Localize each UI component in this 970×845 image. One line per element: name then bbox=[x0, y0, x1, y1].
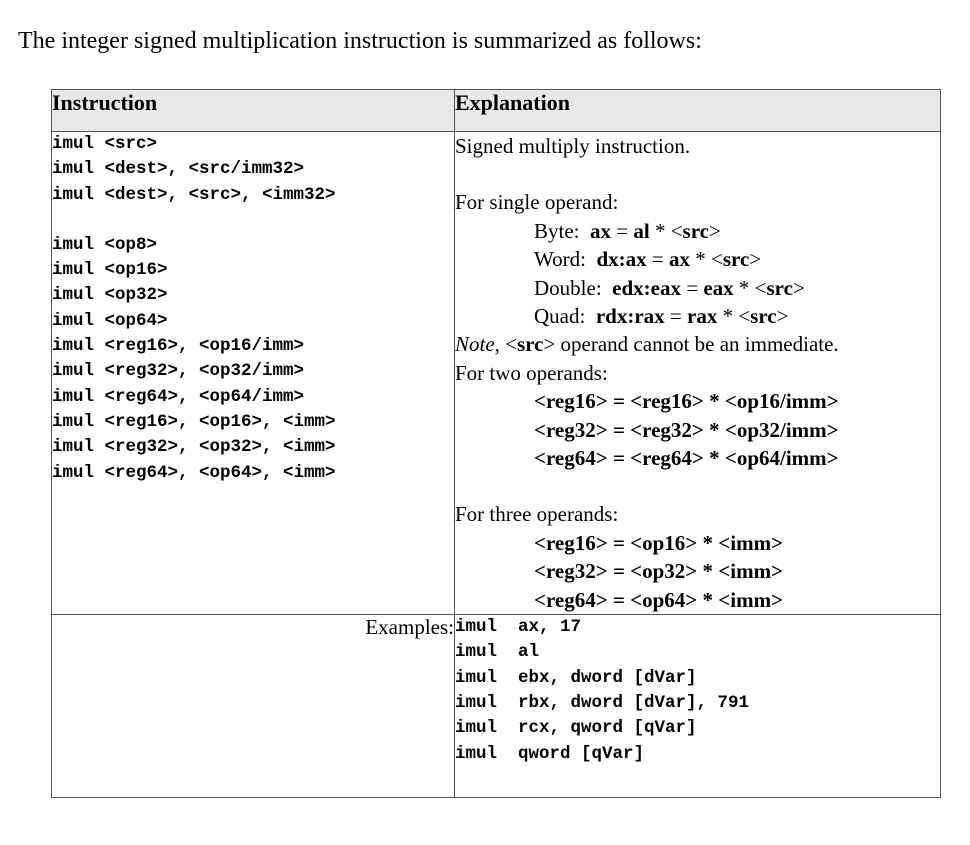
examples-row: Examples: imul ax, 17 imul al imul ebx, … bbox=[51, 614, 941, 799]
example-line: imul rbx, dword [dVar], 791 bbox=[455, 692, 750, 713]
example-line: imul ebx, dword [dVar] bbox=[455, 667, 697, 688]
example-line: imul al bbox=[455, 642, 540, 663]
blank-line bbox=[455, 472, 940, 500]
explanation-cell: Signed multiply instruction. For single … bbox=[454, 130, 941, 616]
group-gap bbox=[52, 208, 454, 233]
imul-summary-table: Instruction Explanation imul <src> imul … bbox=[51, 89, 941, 799]
two-operands-heading: For two operands: bbox=[455, 360, 608, 385]
three-operand-line: <reg32> = <op32> * <imm> bbox=[534, 559, 784, 584]
header-instruction: Instruction bbox=[51, 89, 455, 132]
instruction-line: imul <reg64>, <op64>, <imm> bbox=[52, 462, 336, 483]
instruction-cell: imul <src> imul <dest>, <src/imm32> imul… bbox=[51, 130, 455, 616]
double-line: Double: edx:eax = eax * <src> bbox=[534, 275, 805, 300]
instruction-line: imul <op8> bbox=[52, 234, 158, 255]
instruction-line: imul <reg16>, <op16/imm> bbox=[52, 336, 305, 357]
example-line: imul rcx, qword [qVar] bbox=[455, 718, 697, 739]
examples-label: Examples: bbox=[51, 614, 455, 799]
header-row: Instruction Explanation bbox=[51, 89, 941, 132]
instruction-line: imul <op16> bbox=[52, 260, 168, 281]
three-operands-heading: For three operands: bbox=[455, 502, 619, 527]
instruction-line: imul <reg16>, <op16>, <imm> bbox=[52, 411, 336, 432]
two-operand-line: <reg32> = <reg32> * <op32/imm> bbox=[534, 417, 839, 442]
instruction-line: imul <src> bbox=[52, 134, 158, 154]
instruction-line: imul <op64> bbox=[52, 310, 168, 331]
three-operand-line: <reg16> = <op16> * <imm> bbox=[534, 530, 784, 555]
byte-line: Byte: ax = al * <src> bbox=[534, 218, 721, 243]
instruction-line: imul <reg32>, <op32>, <imm> bbox=[52, 437, 336, 458]
quad-line: Quad: rdx:rax = rax * <src> bbox=[534, 304, 789, 329]
instruction-line: imul <reg32>, <op32/imm> bbox=[52, 361, 305, 382]
two-operand-line: <reg64> = <reg64> * <op64/imm> bbox=[534, 446, 839, 471]
single-operand-heading: For single operand: bbox=[455, 190, 619, 215]
note-line: Note, <src> operand cannot be an immedia… bbox=[455, 332, 839, 357]
header-explanation: Explanation bbox=[454, 89, 941, 132]
examples-cell: imul ax, 17 imul al imul ebx, dword [dVa… bbox=[454, 614, 941, 799]
word-line: Word: dx:ax = ax * <src> bbox=[534, 247, 762, 272]
two-operand-line: <reg16> = <reg16> * <op16/imm> bbox=[534, 389, 839, 414]
instruction-line: imul <reg64>, <op64/imm> bbox=[52, 386, 305, 407]
instruction-line: imul <dest>, <src>, <imm32> bbox=[52, 184, 336, 205]
instruction-line: imul <dest>, <src/imm32> bbox=[52, 159, 305, 180]
explanation-intro: Signed multiply instruction. bbox=[455, 134, 691, 158]
instruction-line: imul <op32> bbox=[52, 285, 168, 306]
three-operand-line: <reg64> = <op64> * <imm> bbox=[534, 587, 784, 612]
blank-line bbox=[455, 160, 940, 188]
example-line: imul ax, 17 bbox=[455, 617, 582, 638]
example-line: imul qword [qVar] bbox=[455, 743, 645, 764]
syntax-row: imul <src> imul <dest>, <src/imm32> imul… bbox=[51, 130, 941, 616]
intro-text: The integer signed multiplication instru… bbox=[18, 28, 702, 54]
